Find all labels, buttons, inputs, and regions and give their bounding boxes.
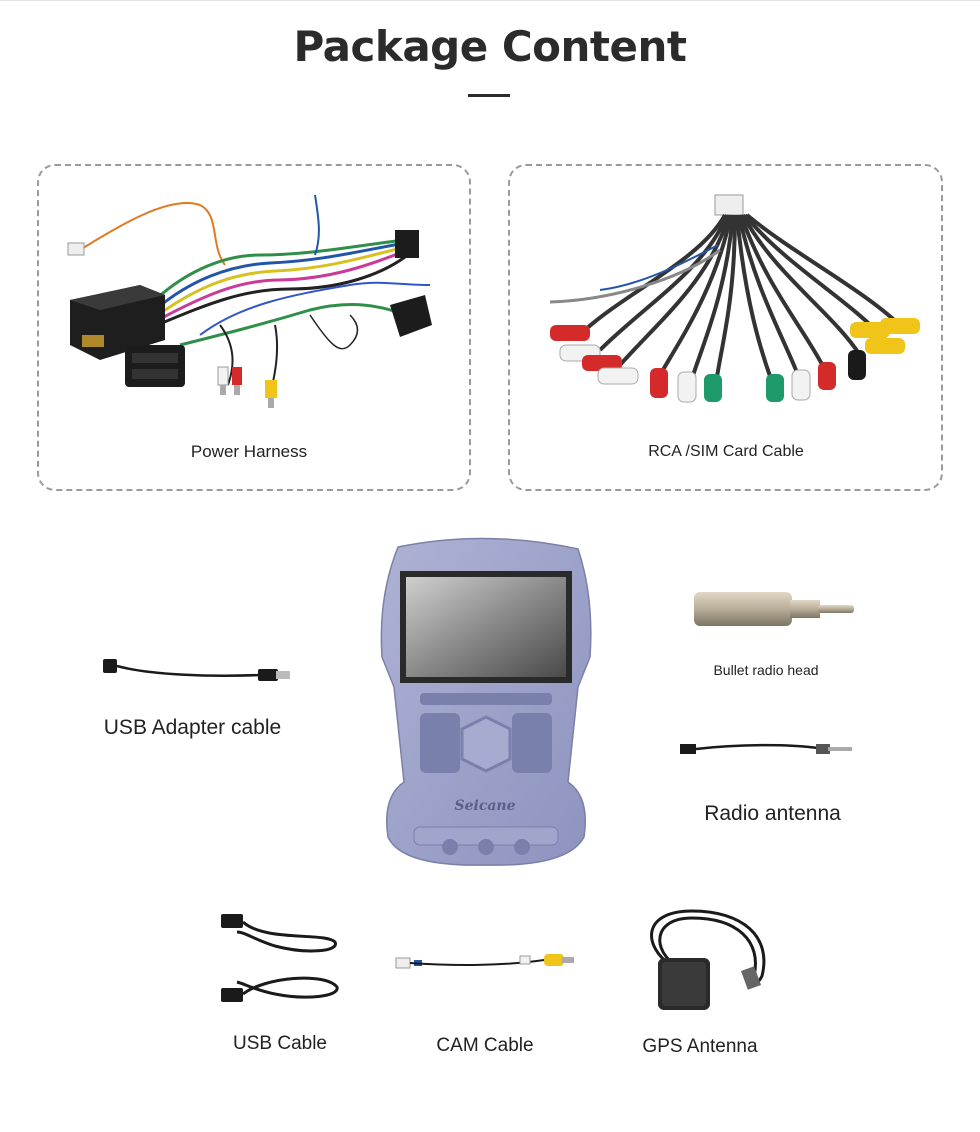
- cam-cable-image: [394, 948, 580, 976]
- usb-adapter-label: USB Adapter cable: [103, 716, 282, 739]
- page-title: Package Content: [293, 22, 687, 71]
- radio-antenna-label: Radio antenna: [704, 802, 841, 825]
- rca-cable-image: [530, 190, 930, 410]
- usb-cable-image: [215, 902, 345, 1012]
- gps-antenna-image: [632, 906, 777, 1016]
- head-unit-image: [378, 537, 594, 868]
- cam-cable-label: CAM Cable: [436, 1035, 534, 1056]
- head-unit-brand: Seicane: [454, 798, 516, 814]
- radio-antenna-image: [678, 740, 854, 760]
- top-divider: [0, 0, 980, 1]
- power-harness-card: [37, 164, 471, 491]
- power-harness-image: [60, 185, 450, 415]
- usb-cable-label: USB Cable: [233, 1033, 327, 1054]
- usb-adapter-image: [100, 655, 295, 687]
- bullet-head-image: [690, 588, 858, 630]
- rca-cable-card: [508, 164, 943, 491]
- bullet-head-label: Bullet radio head: [713, 662, 819, 678]
- title-underline: [468, 94, 510, 97]
- power-harness-label: Power Harness: [190, 442, 308, 461]
- gps-antenna-label: GPS Antenna: [642, 1036, 758, 1057]
- rca-cable-label: RCA /SIM Card Cable: [648, 443, 804, 460]
